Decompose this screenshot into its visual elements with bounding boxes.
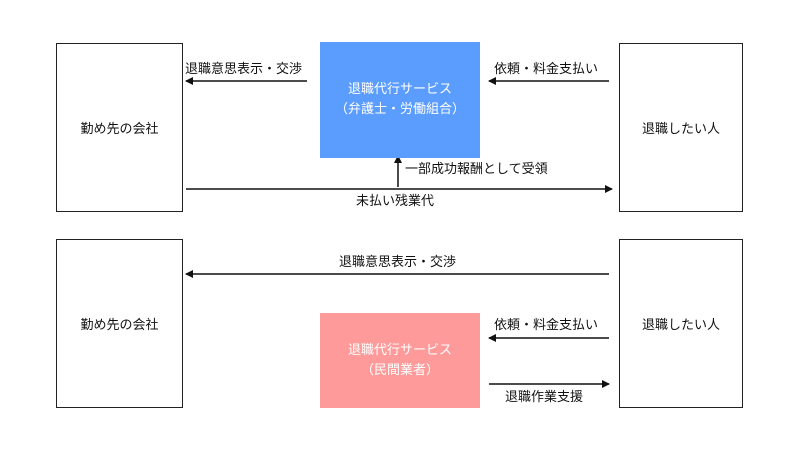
bottom-label-to-person: 退職作業支援 xyxy=(505,390,584,405)
top-service-subtitle: （弁護士・労働組合） xyxy=(334,102,465,117)
top-label-from-person: 依頼・料金支払い xyxy=(494,62,599,77)
bottom-service-title: 退職代行サービス xyxy=(347,342,452,358)
top-company-label: 勤め先の会社 xyxy=(80,122,159,137)
bottom-service-box: 退職代行サービス （民間業者） xyxy=(320,313,480,408)
top-label-up: 一部成功報酬として受領 xyxy=(405,162,548,177)
top-label-bottom: 未払い残業代 xyxy=(356,194,435,209)
top-service-title: 退職代行サービス xyxy=(347,82,452,97)
top-label-to-company: 退職意思表示・交渉 xyxy=(185,62,303,77)
bottom-person-box: 退職したい人 xyxy=(619,239,743,408)
bottom-company-label: 勤め先の会社 xyxy=(80,318,159,333)
top-person-box: 退職したい人 xyxy=(619,43,743,212)
top-company-box: 勤め先の会社 xyxy=(56,43,183,212)
bottom-person-label: 退職したい人 xyxy=(641,318,720,333)
bottom-company-box: 勤め先の会社 xyxy=(56,239,183,408)
bottom-label-from-person: 依頼・料金支払い xyxy=(494,318,599,333)
bottom-service-subtitle: （民間業者） xyxy=(360,362,439,378)
top-service-box: 退職代行サービス （弁護士・労働組合） xyxy=(320,42,480,158)
top-person-label: 退職したい人 xyxy=(641,122,720,137)
bottom-label-to-company: 退職意思表示・交渉 xyxy=(339,255,457,270)
